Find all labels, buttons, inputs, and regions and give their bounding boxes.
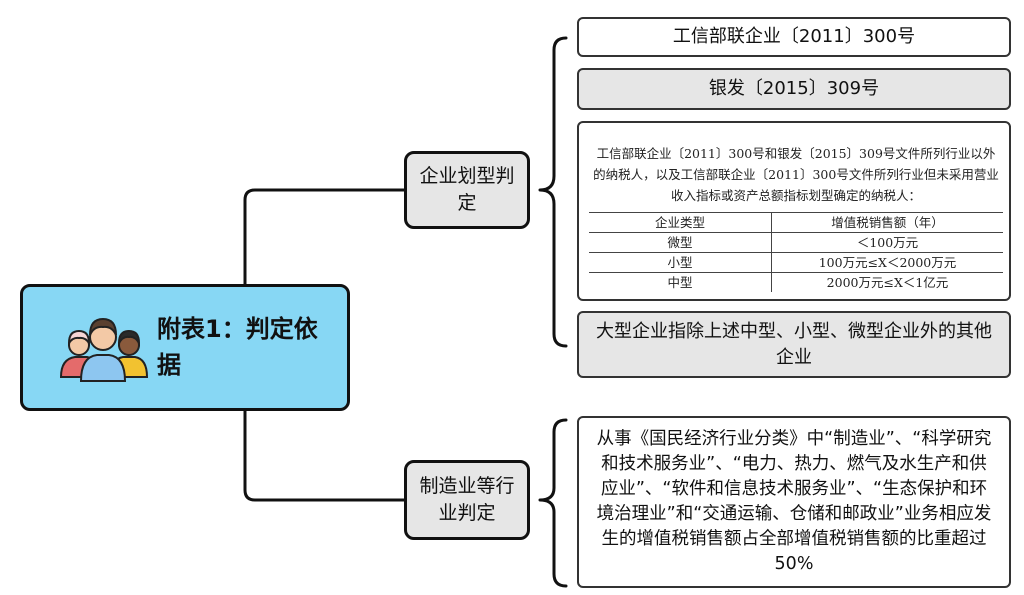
people-group-icon (59, 317, 149, 382)
root-title: 附表1：判定依据 (157, 315, 318, 379)
table-header-cell: 增值税销售额（年） (771, 212, 1003, 233)
leaf-text: 工信部联企业〔2011〕300号 (672, 26, 916, 47)
branch-enterprise-classification[interactable]: 企业划型判定 (404, 151, 530, 229)
leaf-text: 从事《国民经济行业分类》中“制造业”、“科学研究和技术服务业”、“电力、热力、燃… (596, 429, 992, 574)
branch-label: 企业划型判定 (419, 165, 515, 214)
table-cell: 中型 (589, 272, 772, 292)
classification-table: 企业类型 增值税销售额（年） 微型 ＜100万元 小型 100万元≤X＜2000… (589, 212, 1003, 292)
leaf-text: 大型企业指除上述中型、小型、微型企业外的其他企业 (596, 320, 992, 368)
table-header-cell: 企业类型 (589, 212, 772, 233)
brace-branch1 (538, 36, 568, 348)
leaf-classification-table-image[interactable]: 工信部联企业〔2011〕300号和银发〔2015〕309号文件所列行业以外的纳税… (577, 121, 1011, 301)
table-cell: 小型 (589, 252, 772, 273)
connector-root-branch1 (243, 188, 406, 286)
table-row: 中型 2000万元≤X＜1亿元 (589, 272, 1003, 292)
table-cell: 2000万元≤X＜1亿元 (771, 272, 1003, 292)
table-cell: ＜100万元 (771, 232, 1003, 253)
branch-label: 制造业等行业判定 (419, 475, 515, 524)
leaf-document-300[interactable]: 工信部联企业〔2011〕300号 (577, 17, 1011, 57)
table-cell: 微型 (589, 232, 772, 253)
table-row: 微型 ＜100万元 (589, 232, 1003, 253)
brace-branch2 (538, 418, 568, 588)
connector-root-branch2 (243, 409, 406, 502)
table-header-row: 企业类型 增值税销售额（年） (589, 212, 1003, 233)
leaf-industry-description[interactable]: 从事《国民经济行业分类》中“制造业”、“科学研究和技术服务业”、“电力、热力、燃… (577, 416, 1011, 588)
root-node[interactable]: 附表1：判定依据 (20, 284, 350, 411)
branch-manufacturing-industry[interactable]: 制造业等行业判定 (404, 460, 530, 540)
leaf-large-enterprise-note[interactable]: 大型企业指除上述中型、小型、微型企业外的其他企业 (577, 311, 1011, 378)
table-row: 小型 100万元≤X＜2000万元 (589, 252, 1003, 273)
table-cell: 100万元≤X＜2000万元 (771, 252, 1003, 273)
doc-paragraph: 工信部联企业〔2011〕300号和银发〔2015〕309号文件所列行业以外的纳税… (593, 146, 999, 203)
leaf-document-309[interactable]: 银发〔2015〕309号 (577, 68, 1011, 110)
leaf-text: 银发〔2015〕309号 (708, 78, 880, 99)
